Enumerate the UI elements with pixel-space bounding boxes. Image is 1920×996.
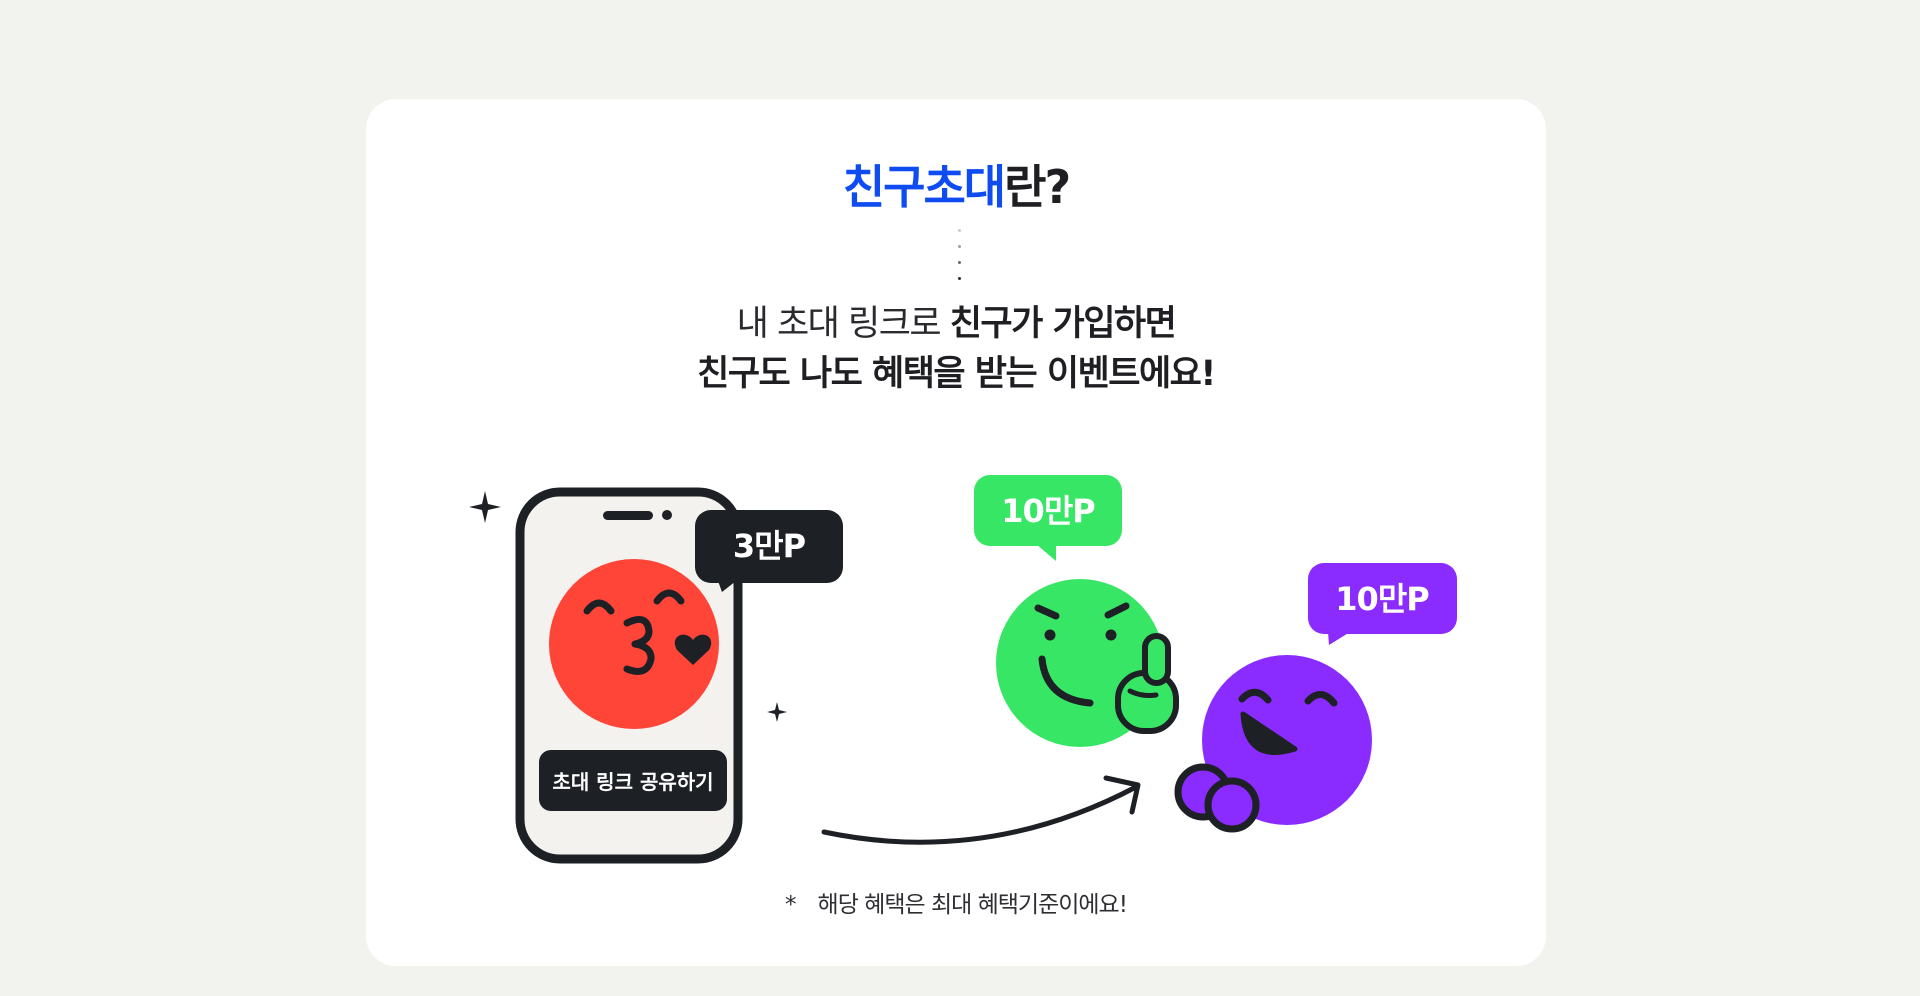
description-line-2: 친구도 나도 혜택을 받는 이벤트에요! xyxy=(697,354,1216,394)
invite-info-card: 친구초대란? 내 초대 링크로 친구가 가입하면 친구도 나도 혜택을 받는 이… xyxy=(366,99,1546,966)
description: 내 초대 링크로 친구가 가입하면 친구도 나도 혜택을 받는 이벤트에요! xyxy=(366,299,1546,399)
laughing-face-icon xyxy=(1174,655,1372,833)
title-highlight: 친구초대 xyxy=(842,160,1006,214)
footnote-star: * xyxy=(785,892,796,918)
section-title: 친구초대란? xyxy=(366,151,1546,217)
footnote: * 해당 혜택은 최대 혜택기준이에요! xyxy=(366,885,1546,919)
reward-bubble-self: 3만P xyxy=(695,510,843,592)
sparkle-icon xyxy=(767,702,787,722)
title-rest: 란? xyxy=(1004,160,1071,214)
share-button-label: 초대 링크 공유하기 xyxy=(552,770,713,794)
thumbs-up-icon xyxy=(1115,633,1179,734)
invite-illustration: 초대 링크 공유하기 3만P 10만P xyxy=(469,475,1457,864)
kiss-face-icon xyxy=(549,559,719,729)
footnote-text: 해당 혜택은 최대 혜택기준이에요! xyxy=(817,892,1128,918)
dotted-divider xyxy=(958,229,962,293)
reward-bubble-friend-text: 10만P xyxy=(1335,580,1429,618)
reward-bubble-friend: 10만P xyxy=(1308,563,1457,645)
share-invite-link-button[interactable]: 초대 링크 공유하기 xyxy=(539,750,727,811)
reward-bubble-friend-text: 10만P xyxy=(1001,492,1095,530)
sparkle-icon xyxy=(469,491,501,523)
arrow-icon xyxy=(821,775,1141,845)
reward-bubble-friend: 10만P xyxy=(974,475,1122,561)
reward-bubble-self-text: 3만P xyxy=(733,527,806,565)
description-line-1: 내 초대 링크로 친구가 가입하면 xyxy=(736,304,1177,344)
